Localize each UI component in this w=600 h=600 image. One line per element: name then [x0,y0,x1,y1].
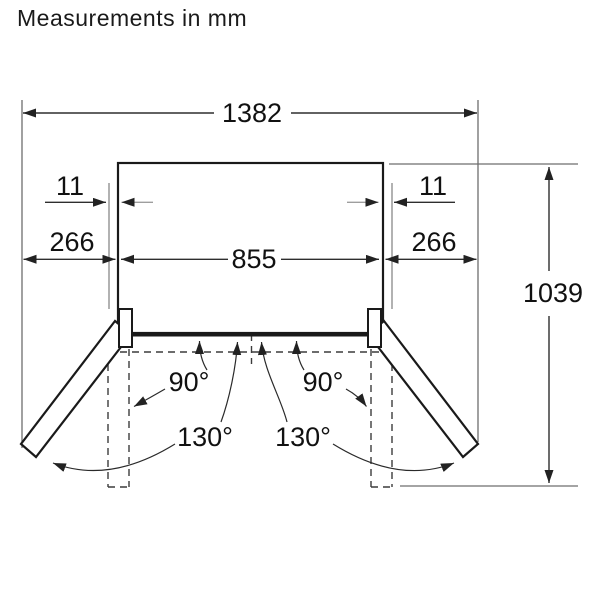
arc-right-90-to-open [345,388,367,407]
arc-left-90-to-open [133,388,166,408]
dim-inner-width-label: 855 [231,244,276,274]
arc-left-130-to-open [52,443,176,472]
arc-right-130-to-closed [257,341,288,423]
page-title: Measurements in mm [17,5,247,31]
dim-offset-right-label: 11 [419,171,447,201]
dim-total-width-label: 1382 [222,98,282,128]
arc-right-130-to-open [332,443,455,472]
angle-right-90-label: 90° [303,367,344,397]
dim-depth-label: 1039 [523,278,583,308]
arc-left-130-to-closed [220,341,242,423]
right-door-endcap [367,308,382,348]
arc-right-90-to-closed [292,340,305,371]
angle-left-90-label: 90° [169,367,210,397]
dim-clearance-left-label: 266 [49,227,94,257]
angle-left-130-label: 130° [177,422,233,452]
left-door-open [19,319,133,459]
right-door-open [366,319,480,459]
dim-offset-left-label: 11 [56,171,84,201]
dim-clearance-right-label: 266 [411,227,456,257]
left-door-endcap [118,308,133,348]
appliance-body [116,161,385,335]
angle-right-130-label: 130° [275,422,331,452]
arc-left-90-to-closed [195,340,208,371]
